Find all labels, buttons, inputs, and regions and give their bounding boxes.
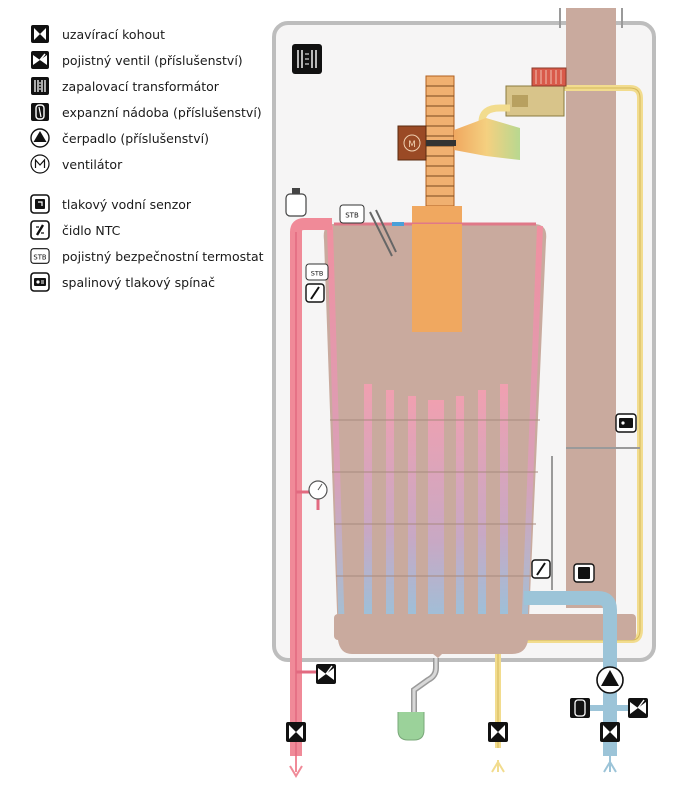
stb-thermostat-icon: STB — [30, 246, 50, 266]
expansion-vessel-icon — [30, 102, 50, 122]
pump-symbol — [596, 666, 624, 694]
ntc-symbol-flow — [305, 283, 325, 303]
stb-symbol-top: STB — [339, 204, 365, 224]
legend-item-shutoff-valve: uzavírací kohout — [30, 23, 165, 45]
gas-valve — [478, 67, 567, 123]
air-vent — [285, 193, 307, 217]
safety-valve-flow — [316, 664, 336, 684]
pump-icon — [30, 128, 50, 148]
safety-valve-return — [628, 698, 648, 718]
legend-item-pump: čerpadlo (příslušenství) — [30, 127, 209, 149]
pressure-gauge — [308, 480, 328, 500]
ntc-symbol-return — [531, 559, 551, 579]
legend-item-ignition-transformer: zapalovací transformátor — [30, 75, 219, 97]
legend-item-fan: ventilátor — [30, 153, 122, 175]
legend-label: tlakový vodní senzor — [62, 196, 192, 212]
legend-label: spalinový tlakový spínač — [62, 274, 216, 290]
legend-label: pojistný ventil (příslušenství) — [62, 52, 243, 68]
shutoff-valve-return — [600, 722, 620, 742]
ignition-transformer-symbol — [292, 44, 322, 74]
ignition-electrode — [369, 209, 397, 257]
fan-motor-label: M — [408, 140, 416, 150]
legend-label: čerpadlo (příslušenství) — [62, 130, 209, 146]
expansion-vessel-symbol — [570, 698, 590, 718]
fan-icon — [30, 154, 50, 174]
svg-text:STB: STB — [311, 270, 324, 278]
shutoff-valve-icon — [30, 24, 50, 44]
return-pipe — [524, 591, 617, 756]
legend-label: pojistný bezpečnostní termostat — [62, 248, 264, 264]
legend-label: ventilátor — [62, 156, 123, 172]
legend-item-flue-pressure-switch: spalinový tlakový spínač — [30, 271, 215, 293]
flow-pipe — [290, 218, 332, 756]
water-pressure-sensor-icon — [30, 194, 50, 214]
svg-text:STB: STB — [345, 212, 359, 220]
legend-item-ntc-sensor: čidlo NTC — [30, 219, 120, 241]
condensate-siphon — [397, 712, 425, 741]
ignition-transformer-icon — [30, 76, 50, 96]
legend-item-safety-valve: pojistný ventil (příslušenství) — [30, 49, 243, 71]
legend-label: expanzní nádoba (příslušenství) — [62, 104, 262, 120]
legend-label: zapalovací transformátor — [62, 78, 219, 94]
fan-assembly: M — [397, 75, 520, 207]
water-pressure-sensor-symbol — [573, 563, 595, 583]
condensate-tray — [334, 614, 636, 640]
legend-label: uzavírací kohout — [62, 26, 165, 42]
flue-duct — [566, 8, 616, 608]
legend-item-stb: STB pojistný bezpečnostní termostat — [30, 245, 264, 267]
shutoff-valve-gas — [488, 722, 508, 742]
flue-pressure-switch-symbol — [615, 413, 637, 433]
stb-symbol-flow: STB — [305, 263, 329, 281]
shutoff-valve-flow — [286, 722, 306, 742]
legend-label: čidlo NTC — [62, 222, 121, 238]
ntc-sensor-icon — [30, 220, 50, 240]
svg-text:STB: STB — [33, 254, 46, 262]
exchanger-tubes — [364, 384, 508, 636]
legend-item-water-pressure-sensor: tlakový vodní senzor — [30, 193, 191, 215]
legend-item-expansion-vessel: expanzní nádoba (příslušenství) — [30, 101, 262, 123]
safety-valve-icon — [30, 50, 50, 70]
flue-pressure-switch-icon — [30, 272, 50, 292]
